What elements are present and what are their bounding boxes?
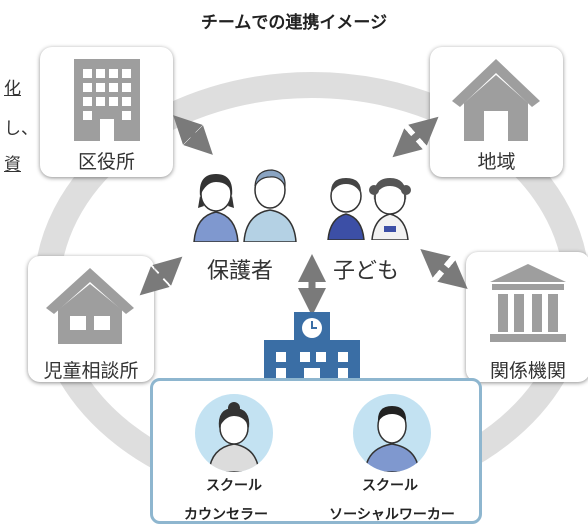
female-staff-icon bbox=[208, 402, 260, 472]
house-icon bbox=[46, 268, 134, 344]
double-arrow-icon bbox=[420, 248, 468, 290]
related-agencies-card: 関係機関 bbox=[466, 252, 588, 382]
child-guidance-center-card: 児童相談所 bbox=[28, 256, 154, 382]
child-guidance-center-label: 児童相談所 bbox=[43, 360, 139, 382]
ward-office-label: 区役所 bbox=[77, 151, 135, 173]
counselor-label-line-1: スクール bbox=[206, 478, 262, 494]
guardians-illustration bbox=[193, 169, 297, 242]
guardians-label: 保護者 bbox=[207, 259, 274, 284]
cutoff-text-line-1: 化 bbox=[4, 79, 21, 99]
children-illustration bbox=[327, 178, 411, 240]
ward-office-card: 区役所 bbox=[40, 47, 173, 177]
counselor-avatar bbox=[195, 394, 273, 472]
house-icon bbox=[452, 59, 540, 141]
double-arrow-icon bbox=[392, 116, 439, 158]
social-worker-label-line-1: スクール bbox=[362, 478, 418, 494]
children-label: 子ども bbox=[333, 259, 400, 284]
school-building-icon bbox=[264, 312, 360, 384]
male-staff-icon bbox=[364, 406, 420, 472]
social-worker-avatar bbox=[353, 394, 431, 472]
community-label: 地域 bbox=[477, 151, 516, 173]
office-building-icon bbox=[74, 59, 140, 141]
counselor-label-line-2: カウンセラー bbox=[184, 507, 268, 523]
page-title: チームでの連携イメージ bbox=[200, 13, 388, 33]
cutoff-text-line-3: 資 bbox=[4, 155, 21, 175]
government-building-icon bbox=[490, 264, 566, 342]
school-staff-panel: スクール カウンセラー スクール ソーシャルワーカー bbox=[150, 378, 482, 524]
cutoff-text-line-2: し、 bbox=[4, 119, 38, 139]
related-agencies-label: 関係機関 bbox=[489, 360, 566, 382]
double-arrow-icon bbox=[173, 115, 213, 155]
social-worker-label-line-2: ソーシャルワーカー bbox=[329, 507, 455, 523]
community-card: 地域 bbox=[430, 47, 563, 177]
double-arrow-icon bbox=[139, 256, 183, 296]
